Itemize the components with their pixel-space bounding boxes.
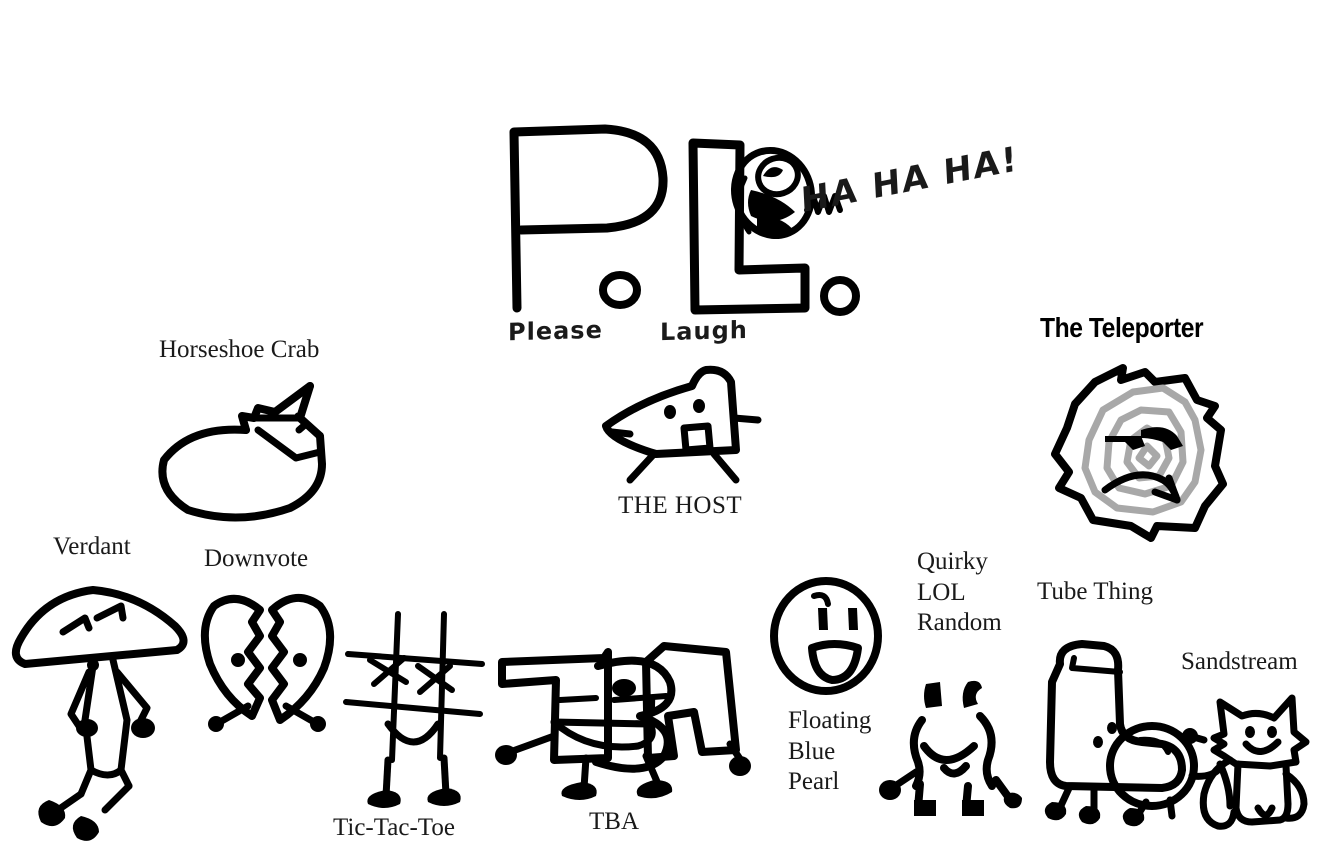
- title-sub-laugh-text: Laugh: [660, 315, 748, 347]
- sandstream-artwork: [1182, 690, 1316, 830]
- floating-blue-pearl-label: Floating Blue Pearl: [788, 707, 872, 795]
- tba-label: TBA: [589, 808, 639, 835]
- tic-tac-toe-label: Tic-Tac-Toe: [333, 814, 455, 841]
- downvote-artwork: [196, 588, 341, 738]
- tba-artwork: [488, 640, 751, 800]
- horseshoe-crab-label: Horseshoe Crab: [159, 336, 320, 363]
- horseshoe-crab-artwork: [150, 368, 340, 523]
- verdant-artwork: [5, 580, 195, 841]
- tic-tac-toe-artwork: [340, 608, 500, 808]
- quirky-lol-random-artwork: [879, 676, 1030, 816]
- quirky-lol-random-label: Quirky LOL Random: [917, 548, 1002, 636]
- the-teleporter-label: The Teleporter: [1040, 312, 1204, 343]
- the-teleporter-artwork: [1045, 358, 1235, 548]
- title-sub-please-text: Please: [508, 315, 603, 347]
- verdant-label: Verdant: [53, 533, 131, 560]
- title-sub-laugh: Laugh: [660, 315, 780, 360]
- title-pl-artwork: [495, 118, 965, 328]
- tube-thing-label: Tube Thing: [1037, 578, 1154, 605]
- floating-blue-pearl-artwork: [768, 576, 886, 698]
- the-host-label: THE HOST: [618, 492, 743, 519]
- sandstream-label: Sandstream: [1181, 648, 1298, 675]
- title-sub-please: Please: [508, 315, 628, 360]
- downvote-label: Downvote: [204, 545, 309, 572]
- the-host-artwork: [596, 362, 766, 484]
